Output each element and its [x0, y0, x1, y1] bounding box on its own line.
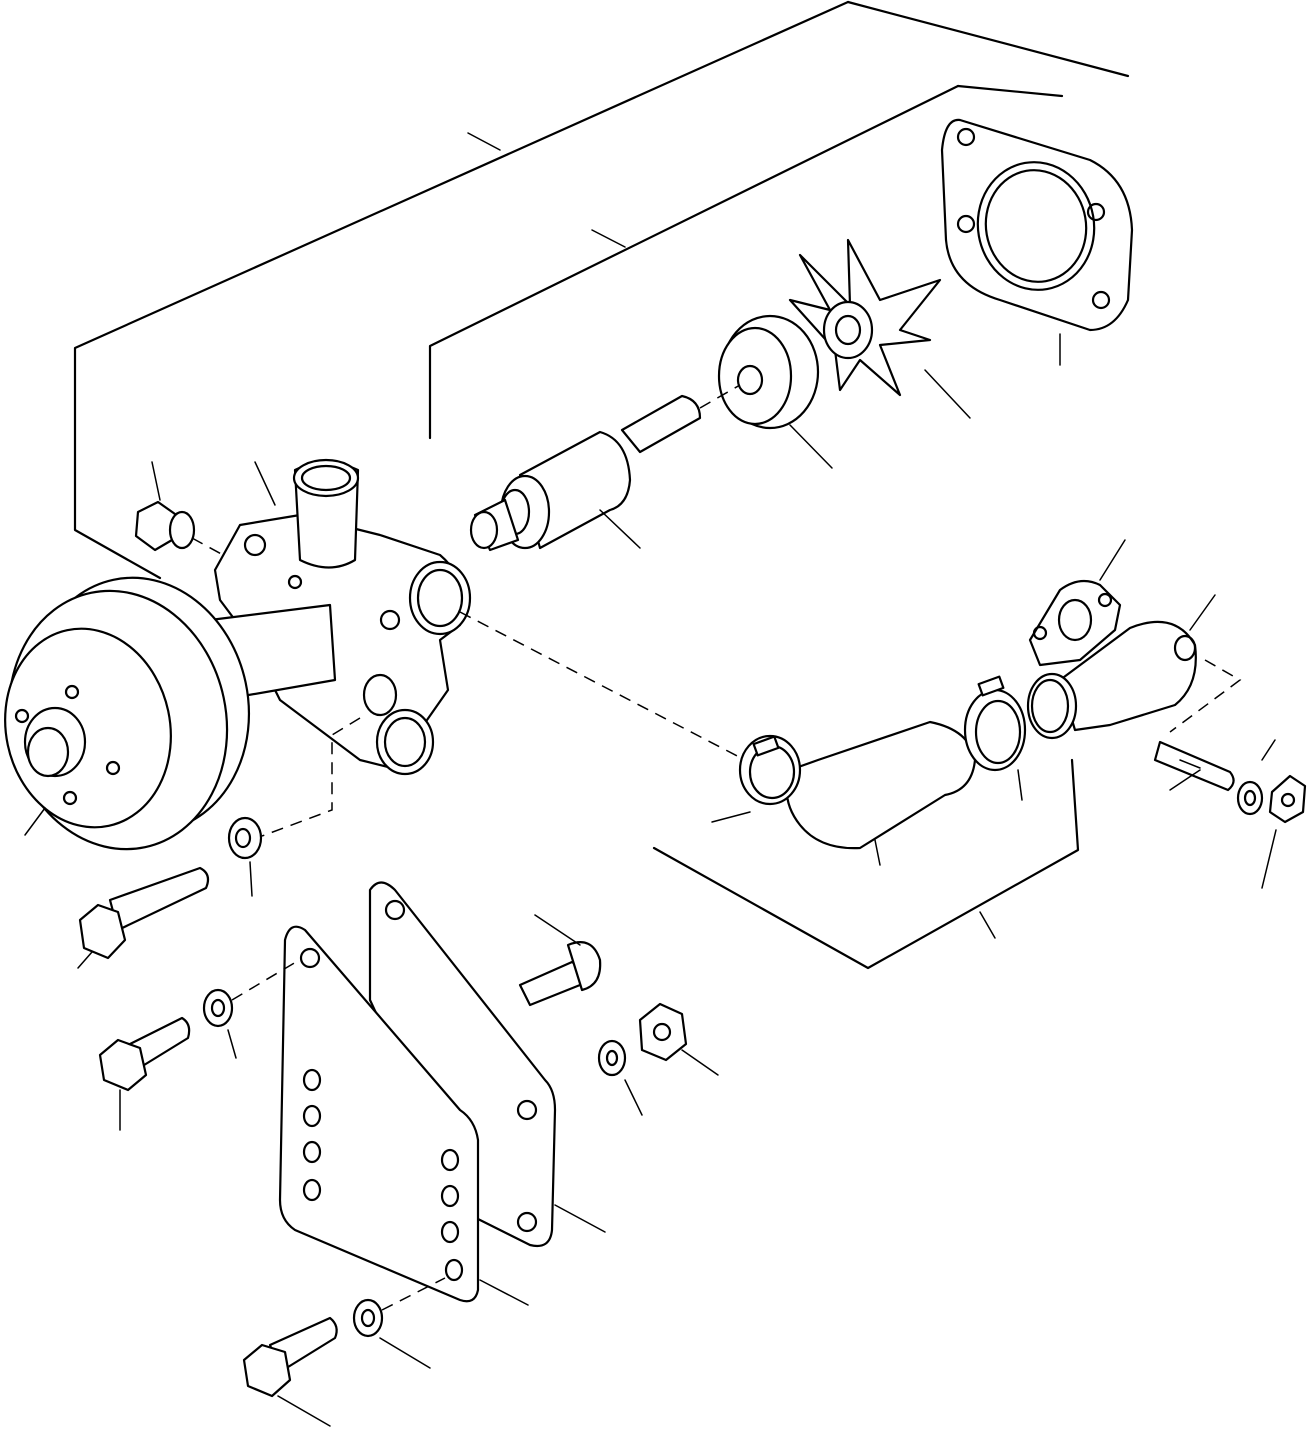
assembly-bracket-outer — [73, 0, 1130, 580]
seal-disc — [717, 314, 833, 469]
pump-housing — [213, 458, 472, 776]
water-hose — [785, 720, 977, 866]
assembly-bracket-inner — [428, 84, 1064, 440]
stud-bolt — [1153, 740, 1235, 792]
alignment-line-4 — [231, 961, 297, 1001]
hex-nut-center — [638, 1002, 719, 1076]
impeller — [788, 238, 971, 419]
hex-nut-right — [1261, 774, 1307, 889]
pump-gasket — [940, 118, 1134, 366]
pump-shaft-bearing — [469, 384, 741, 552]
alignment-line-1 — [261, 717, 361, 837]
hose-sleeve — [1026, 672, 1078, 740]
spring-washer-right — [1236, 739, 1276, 816]
spring-washer-1 — [227, 816, 263, 897]
alignment-line-3 — [1169, 659, 1242, 733]
drain-plug — [134, 461, 226, 557]
spring-washer-4 — [597, 1039, 643, 1116]
bolt-long — [77, 866, 210, 969]
mounting-plate-front — [278, 925, 529, 1306]
alignment-line-5 — [381, 1277, 446, 1311]
bolt-short-2 — [242, 1316, 338, 1427]
hose-clamp-lower — [711, 734, 802, 823]
spring-washer-3 — [352, 1298, 431, 1369]
fan-pulley — [4, 576, 251, 851]
alignment-line-2 — [459, 611, 746, 761]
spring-washer-2 — [202, 988, 237, 1059]
assembly-bracket-hose — [652, 758, 1080, 970]
outlet-flange — [1028, 539, 1126, 667]
outlet-elbow-pipe — [1058, 594, 1216, 732]
mounting-plate-rear — [368, 881, 606, 1248]
hose-clamp-upper — [963, 675, 1027, 801]
bolt-short-1 — [98, 1016, 191, 1131]
carriage-bolt — [518, 914, 602, 1007]
